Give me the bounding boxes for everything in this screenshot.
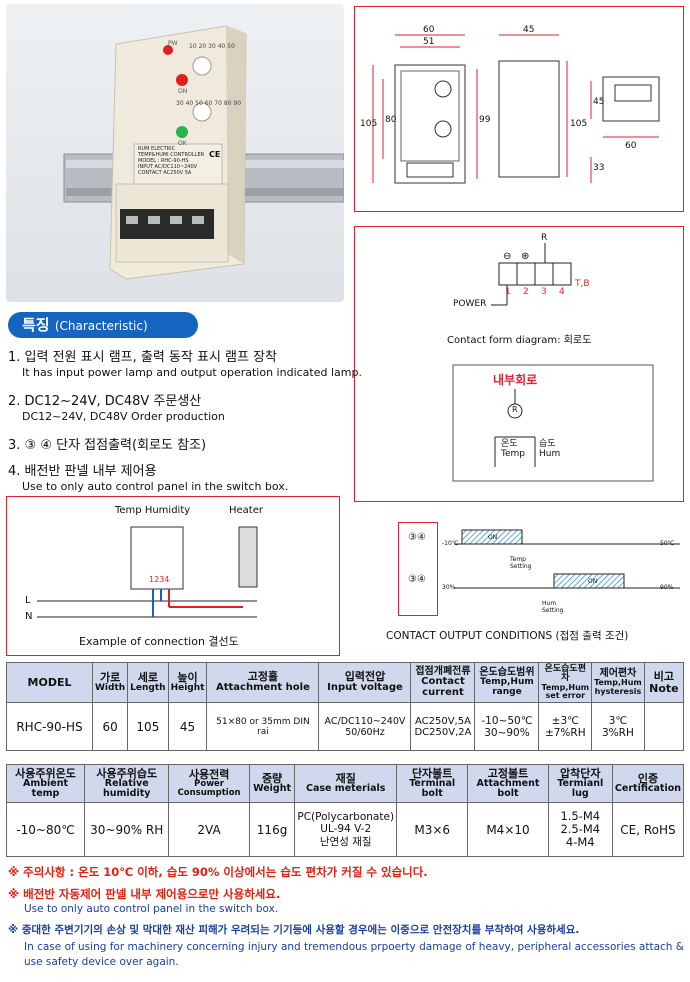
terminal-block-label: T,B xyxy=(575,279,590,289)
dim-depth: 45 xyxy=(523,25,535,35)
line-n: N xyxy=(25,611,33,622)
temp-humidity-label: Temp Humidity xyxy=(115,505,191,516)
output-row1-left: -10℃ xyxy=(442,540,459,547)
note-1: ※ 주의사항 : 온도 10℃ 이하, 습도 90% 이상에서는 습도 편차가 … xyxy=(8,865,428,879)
note-3: ※ 중대한 주변기기의 손상 및 막대한 재산 피해가 우려되는 기기등에 사용… xyxy=(8,924,580,936)
connection-caption: Example of connection 결선도 xyxy=(79,635,239,648)
dim-height-inner: 80 xyxy=(385,115,397,125)
output-conditions-caption: CONTACT OUTPUT CONDITIONS (접점 출력 조건) xyxy=(386,630,629,642)
note-2-en: Use to only auto control panel in the sw… xyxy=(24,903,279,915)
output-row2-setting: Hum Setting xyxy=(542,600,564,614)
output-row1-right: 50℃ xyxy=(660,540,675,547)
output-row2-left: 30% xyxy=(442,584,456,591)
output-row2-label: ③④ xyxy=(408,574,426,585)
heater-label: Heater xyxy=(229,505,263,516)
characteristic-item-3: 3. ③ ④ 단자 접점출력(회로도 참조) xyxy=(8,438,207,453)
contact-form-caption: Contact form diagram: 회로도 xyxy=(447,335,592,346)
dim-side-height: 105 xyxy=(570,119,588,129)
dim-offset: 33 xyxy=(593,163,605,173)
lamp-on-label: ON xyxy=(178,88,188,95)
ce-mark: CE xyxy=(209,150,221,159)
note-2: ※ 배전반 자동제어 판넬 내부 제어용으로만 사용하세요. xyxy=(8,887,281,901)
output-row2-right: 90% xyxy=(660,584,674,591)
output-timing-chart xyxy=(454,529,680,589)
device-label: RUM ELECTRIC TEMP&HUMI CONTROLLER MODEL … xyxy=(138,146,205,176)
hum-dial-scale: 30 40 50 60 70 80 90 xyxy=(176,100,242,107)
dim-width-outer: 60 xyxy=(423,25,435,35)
output-row1-label: ③④ xyxy=(408,532,426,543)
output-row1-setting: Temp Setting xyxy=(510,556,532,570)
terminal-1: 1 xyxy=(505,287,511,297)
temp-dial-scale: 10 20 30 40 50 xyxy=(189,43,235,50)
terminal-symbol-minus: ⊖ xyxy=(503,251,512,262)
output-row-label-box xyxy=(398,522,438,616)
terminal-2: 2 xyxy=(523,287,529,297)
dim-height-outer: 105 xyxy=(360,119,378,129)
lamp-ok-label: OK xyxy=(178,140,187,147)
note-3-en: In case of using for machinery concernin… xyxy=(24,941,684,968)
dimension-drawing: 60 51 105 80 99 45 105 45 60 33 xyxy=(354,6,684,212)
lamp-pw-label: PW xyxy=(168,40,178,47)
circuit-panel: R ⊖ ⊕ 1 2 3 4 T,B POWER Contact form dia… xyxy=(354,226,684,502)
power-label: POWER xyxy=(453,299,487,309)
internal-circuit-title: 내부회로 xyxy=(493,373,538,387)
terminal-4: 4 xyxy=(559,287,565,297)
connection-terminals: 1234 xyxy=(149,575,170,584)
dim-base: 60 xyxy=(625,141,637,151)
dim-side-height-inner: 45 xyxy=(593,97,605,107)
terminal-3: 3 xyxy=(541,287,547,297)
relay-r-label: R xyxy=(541,233,548,243)
output-row2-on: ON xyxy=(588,578,598,585)
line-l: L xyxy=(25,595,31,606)
internal-relay-label: R xyxy=(512,405,518,414)
dim-height-mid: 99 xyxy=(479,115,491,125)
dim-width-inner: 51 xyxy=(423,37,435,47)
product-photo: PW ON OK 10 20 30 40 50 30 40 50 60 70 8… xyxy=(6,4,344,302)
output-row1-on: ON xyxy=(488,534,498,541)
characteristic-title: 특징 (Characteristic) xyxy=(8,312,198,338)
connection-example: Temp Humidity Heater 1234 L N Example of… xyxy=(6,496,340,656)
terminal-symbol-plus: ⊕ xyxy=(521,251,530,262)
